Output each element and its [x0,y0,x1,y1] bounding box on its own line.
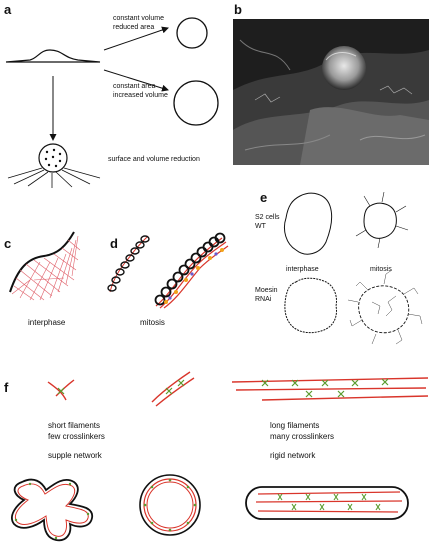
label-rnai: RNAi [255,296,272,303]
sem-micrograph [233,19,429,165]
moesin-interphase-cell [284,277,337,334]
label-increased-volume: increased volume [113,92,168,99]
moesin-mitosis-cell [347,269,423,345]
label-s2-cells: S2 cells [255,214,280,221]
mitotic-cortex [154,232,229,309]
arrow-to-increased-volume [103,69,169,92]
helical-filament-left [107,235,150,293]
panel-label-c: c [4,236,11,251]
rounded-cell-with-fibers [7,143,101,188]
flat-cell-shape [5,49,101,63]
panel-label-b: b [234,2,242,17]
label-many-crosslinkers: many crosslinkers [270,432,334,441]
arrow-to-reduced-area [103,26,169,51]
caption-mitosis: mitosis [140,318,165,327]
panel-label-f: f [4,380,9,395]
label-short-filaments: short filaments [48,421,100,430]
rigid-elongated-cell [245,486,409,520]
long-filaments-network [231,377,429,401]
label-surface-volume-reduction: surface and volume reduction [108,156,200,163]
col-label-interphase: interphase [286,266,319,273]
label-long-filaments: long filaments [270,421,319,430]
label-rigid-network: rigid network [270,451,316,460]
wt-mitosis-cell [355,191,409,249]
col-label-mitosis: mitosis [370,266,392,273]
panel-label-e: e [260,190,267,205]
panel-label-a: a [4,2,12,17]
circle-reduced-area [176,17,208,49]
label-reduced-area: reduced area [113,24,154,31]
caption-interphase: interphase [28,318,66,327]
label-supple-network: supple network [48,451,103,460]
label-moesin: Moesin [255,287,278,294]
interphase-cortex [9,231,81,301]
short-filaments-network [47,379,75,401]
label-constant-volume: constant volume [113,15,164,22]
circle-increased-volume [173,80,219,126]
label-constant-area: constant area [113,83,156,90]
label-few-crosslinkers: few crosslinkers [48,432,105,441]
supple-star-cell [11,478,94,542]
wt-interphase-cell [283,192,333,255]
label-wt: WT [255,223,267,230]
medium-filaments-network [151,371,195,407]
panel-label-d: d [110,236,118,251]
round-cell-cortex [139,474,201,536]
